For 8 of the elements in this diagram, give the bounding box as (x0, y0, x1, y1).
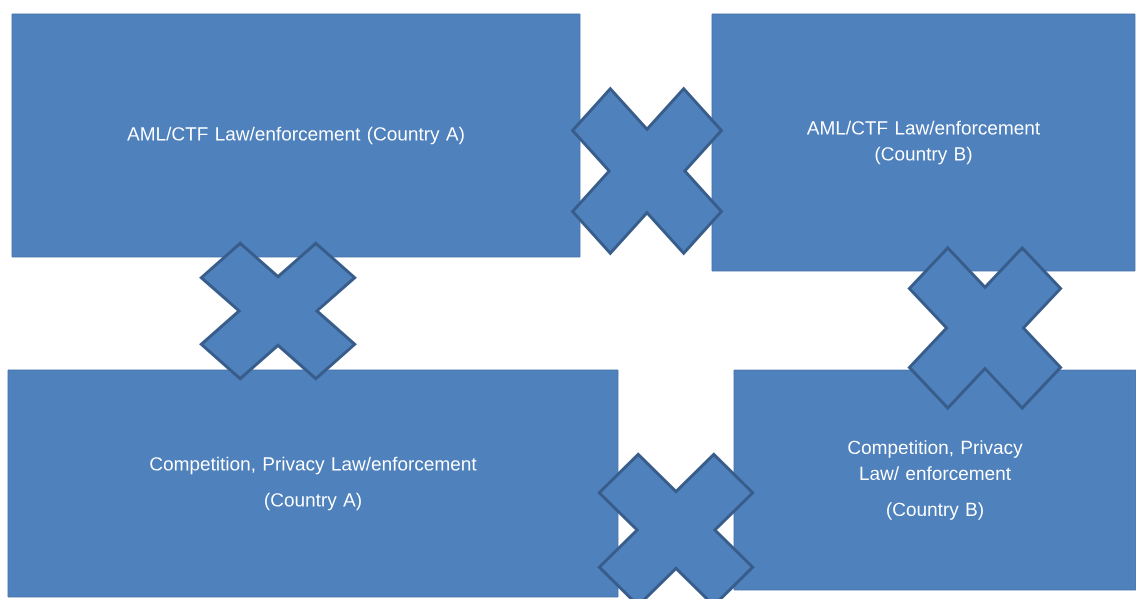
text-box: Competition, Privacy Law/ enforcement (Country B) (733, 369, 1136, 591)
text-box: AML/CTF Law/enforcement (Country A) (11, 13, 581, 258)
text-box: AML/CTF Law/enforcement (Country B) (711, 13, 1136, 272)
cross-mark (597, 452, 755, 599)
cross-mark (570, 86, 724, 256)
cross-mark (907, 245, 1063, 411)
cross-mark (199, 241, 357, 381)
text-box: Competition, Privacy Law/enforcement (Country A) (7, 369, 619, 598)
